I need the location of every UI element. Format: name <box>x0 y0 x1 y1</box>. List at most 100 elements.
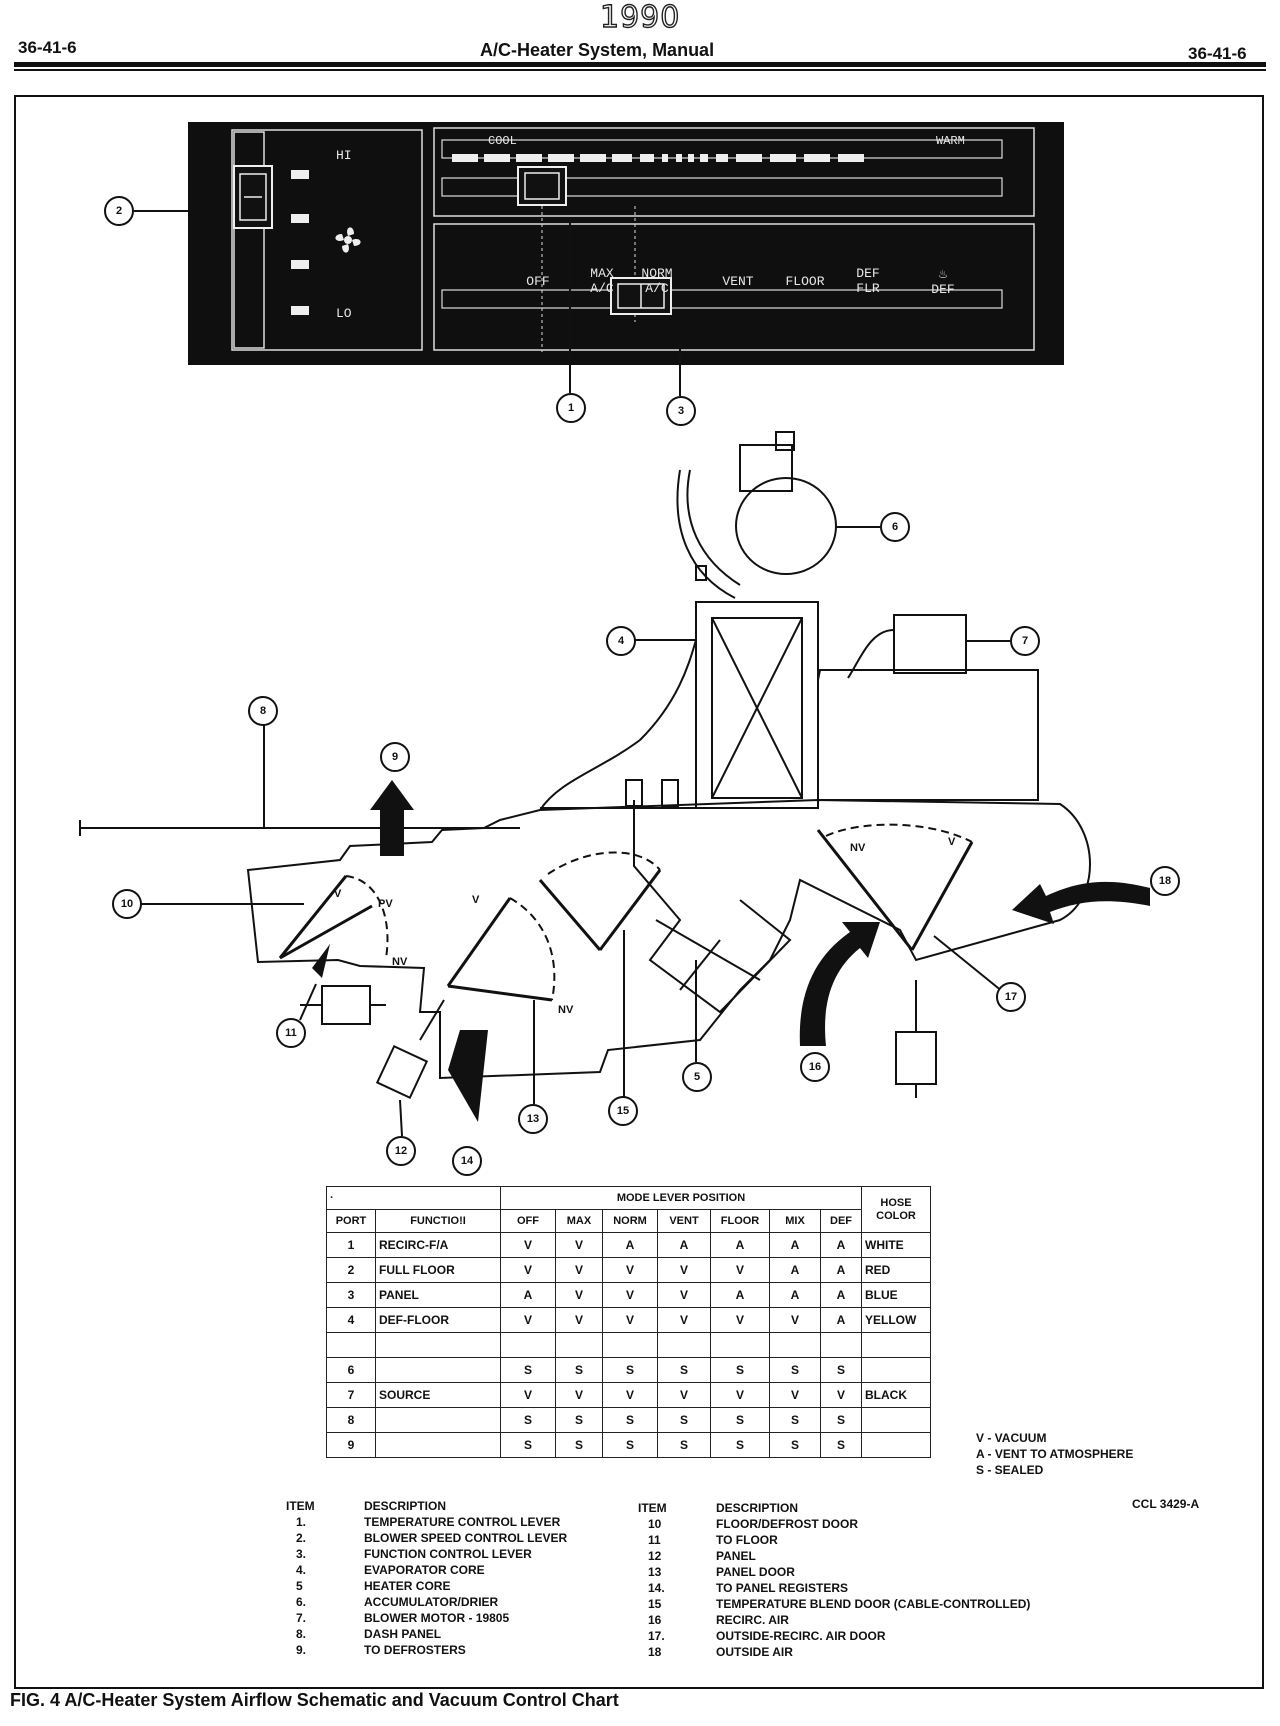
arrow-outside-air <box>1012 881 1150 924</box>
callout-10: 10 <box>112 889 142 919</box>
state-cell: S <box>769 1432 821 1458</box>
state-cell: A <box>657 1232 711 1258</box>
mode-floor-label: FLOOR <box>785 274 825 289</box>
function-header: FUNCTIO!I <box>375 1209 501 1233</box>
control-panel-graphic <box>231 127 1035 352</box>
state-cell: S <box>769 1357 821 1383</box>
state-cell: S <box>602 1432 658 1458</box>
hose-cell <box>861 1407 931 1433</box>
function-cell <box>375 1357 501 1383</box>
hose-cell <box>861 1432 931 1458</box>
hose-cell: RED <box>861 1257 931 1283</box>
state-cell: S <box>710 1407 770 1433</box>
accumulator-fitting <box>739 444 793 492</box>
list-item: 9.TO DEFROSTERS <box>296 1643 466 1657</box>
table-row: 2 FULL FLOOR V V V V V A A RED <box>326 1257 931 1283</box>
item-header: ITEM <box>286 1499 315 1513</box>
outside-recirc-door <box>816 829 914 951</box>
pos-off-header: OFF <box>500 1209 556 1233</box>
state-cell: V <box>602 1382 658 1408</box>
state-cell: S <box>657 1432 711 1458</box>
panel-door <box>446 897 512 987</box>
state-cell: S <box>500 1432 556 1458</box>
callout-18: 18 <box>1150 866 1180 896</box>
state-cell: S <box>555 1407 603 1433</box>
table-row: 6 S S S S S S S <box>326 1357 931 1383</box>
callout-3: 3 <box>666 396 696 426</box>
reference-code: CCL 3429-A <box>1132 1497 1200 1511</box>
pos-mix-header: MIX <box>769 1209 821 1233</box>
mode-off-label: OFF <box>526 274 550 289</box>
state-cell: V <box>657 1382 711 1408</box>
port-cell <box>326 1332 376 1358</box>
arrow-to-floor <box>312 944 330 978</box>
state-cell: A <box>500 1282 556 1308</box>
port-cell: 6 <box>326 1357 376 1383</box>
callout-4: 4 <box>606 626 636 656</box>
floor-defrost-door <box>278 875 348 959</box>
state-cell: V <box>769 1307 821 1333</box>
state-cell: S <box>657 1357 711 1383</box>
hose-cell: WHITE <box>861 1232 931 1258</box>
fan-icon <box>335 227 361 253</box>
state-cell <box>555 1332 603 1358</box>
state-cell: A <box>769 1232 821 1258</box>
table-row: 7 SOURCE V V V V V V V BLACK <box>326 1382 931 1408</box>
hose-cell: YELLOW <box>861 1307 931 1333</box>
legend-vent: A - VENT TO ATMOSPHERE <box>976 1447 1134 1461</box>
state-cell: S <box>602 1407 658 1433</box>
fan-mark-2 <box>291 214 309 223</box>
pos-floor-header: FLOOR <box>710 1209 770 1233</box>
label-nv-recirc-door: NV <box>850 842 866 854</box>
leader-11 <box>299 983 317 1021</box>
port-cell: 9 <box>326 1432 376 1458</box>
port-cell: 7 <box>326 1382 376 1408</box>
port-cell: 8 <box>326 1407 376 1433</box>
table-row: 9 S S S S S S S <box>326 1432 931 1458</box>
defrost-icon: ♨ <box>938 267 948 283</box>
port-cell: 1 <box>326 1232 376 1258</box>
state-cell: V <box>602 1307 658 1333</box>
label-pv-floor-door: PV <box>378 898 393 910</box>
port-cell: 3 <box>326 1282 376 1308</box>
mode-vent-label: VENT <box>722 274 754 289</box>
list-item: 4.EVAPORATOR CORE <box>296 1563 485 1577</box>
state-cell: S <box>769 1407 821 1433</box>
header-rule <box>14 62 1266 67</box>
callout-15: 15 <box>608 1096 638 1126</box>
table-row <box>326 1332 931 1358</box>
state-cell: A <box>820 1257 862 1283</box>
callout-16: 16 <box>800 1052 830 1082</box>
page-number-left: 36-41-6 <box>18 38 77 57</box>
state-cell: V <box>602 1282 658 1308</box>
function-cell <box>375 1332 501 1358</box>
arrow-recirc-air <box>799 922 880 1046</box>
state-cell: A <box>820 1282 862 1308</box>
pos-vent-header: VENT <box>657 1209 711 1233</box>
table-row: 3 PANEL A V V V A A A BLUE <box>326 1282 931 1308</box>
state-cell: V <box>500 1307 556 1333</box>
arrow-to-defrosters <box>370 780 414 856</box>
hose-cell <box>861 1332 931 1358</box>
list-item: 3.FUNCTION CONTROL LEVER <box>296 1547 532 1561</box>
table-row: 1 RECIRC-F/A V V A A A A A WHITE <box>326 1232 931 1258</box>
state-cell: S <box>820 1407 862 1433</box>
page-title: A/C-Heater System, Manual <box>480 40 715 60</box>
mode-def-flr-label: DEF FLR <box>856 266 880 296</box>
fan-hi-label: HI <box>336 148 352 163</box>
figure-frame <box>14 95 1264 1689</box>
fan-lo-label: LO <box>336 306 352 321</box>
state-cell: S <box>820 1432 862 1458</box>
state-cell: S <box>555 1357 603 1383</box>
temp-blend-door <box>538 879 602 951</box>
state-cell: V <box>657 1257 711 1283</box>
state-cell: V <box>710 1382 770 1408</box>
state-cell: V <box>555 1232 603 1258</box>
table-top-left: · <box>326 1186 501 1210</box>
vacuum-motor-panel <box>375 1044 429 1100</box>
description-header-right: DESCRIPTION <box>716 1501 799 1515</box>
